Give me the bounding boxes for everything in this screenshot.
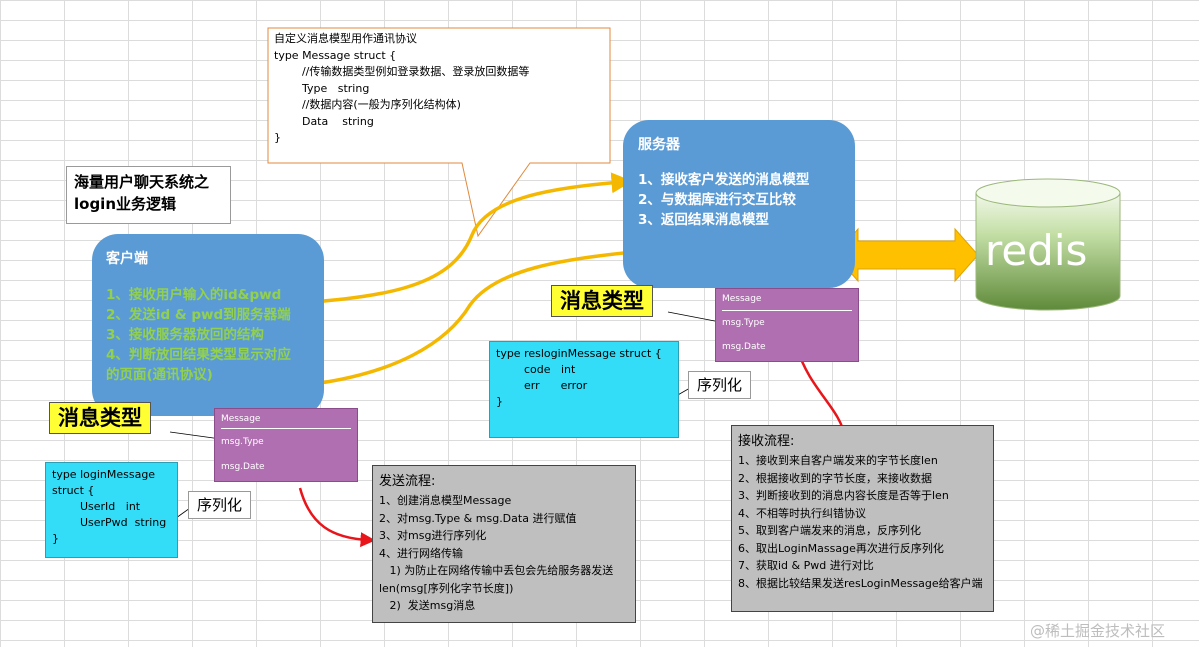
message-card-data-field: msg.Date [722,342,766,352]
receive-flow-box: 接收流程: 1、接收到来自客户端发来的字节长度len 2、根据接收到的字节长度，… [731,425,994,612]
message-card-type-field: msg.Type [221,437,264,447]
send-flow-title: 发送流程: [379,474,436,489]
message-card-type-field: msg.Type [722,318,765,328]
server-box: 服务器 1、接收客户发送的消息模型 2、与数据库进行交互比较 3、返回结果消息模… [623,120,855,288]
server-steps: 1、接收客户发送的消息模型 2、与数据库进行交互比较 3、返回结果消息模型 [638,172,810,228]
message-card-header: Message [221,414,261,424]
message-type-label-left: 消息类型 [49,402,151,434]
serialize-label-left: 序列化 [188,491,252,519]
message-struct-callout-text: 自定义消息模型用作通讯协议 type Message struct { //传输… [274,32,530,144]
message-card-divider [722,310,852,311]
serialize-label-right: 序列化 [688,371,752,399]
login-message-struct-box: type loginMessage struct { UserId int Us… [45,462,178,558]
server-title: 服务器 [638,137,680,153]
pointer-line [667,311,721,323]
send-flow-red-arrow [298,487,376,548]
server-redis-double-arrow [834,227,979,283]
system-title: 海量用户聊天系统之 login业务逻辑 [66,166,231,224]
send-flow-box: 发送流程: 1、创建消息模型Message 2、对msg.Type & msg.… [372,465,636,623]
message-card-divider [221,428,351,429]
send-flow-steps: 1、创建消息模型Message 2、对msg.Type & msg.Data 进… [379,494,614,612]
watermark: @稀土掘金技术社区 [1030,622,1166,640]
message-type-label-right: 消息类型 [551,285,653,317]
message-card-data-field: msg.Date [221,462,265,472]
client-title: 客户端 [106,251,148,267]
client-box: 客户端 1、接收用户输入的id&pwd 2、发送id & pwd到服务器端 3、… [92,234,324,416]
reslogin-message-struct-box: type resloginMessage struct { code int e… [489,341,679,438]
receive-flow-title: 接收流程: [738,434,795,449]
client-steps: 1、接收用户输入的id&pwd 2、发送id & pwd到服务器端 3、接收服务… [106,287,291,383]
message-card-left: Message msg.Type msg.Date [214,408,358,482]
redis-label: redis [985,226,1088,275]
message-card-right: Message msg.Type msg.Date [715,288,859,362]
message-card-header: Message [722,294,762,304]
receive-flow-steps: 1、接收到来自客户端发来的字节长度len 2、根据接收到的字节长度，来接收数据 … [738,454,983,590]
